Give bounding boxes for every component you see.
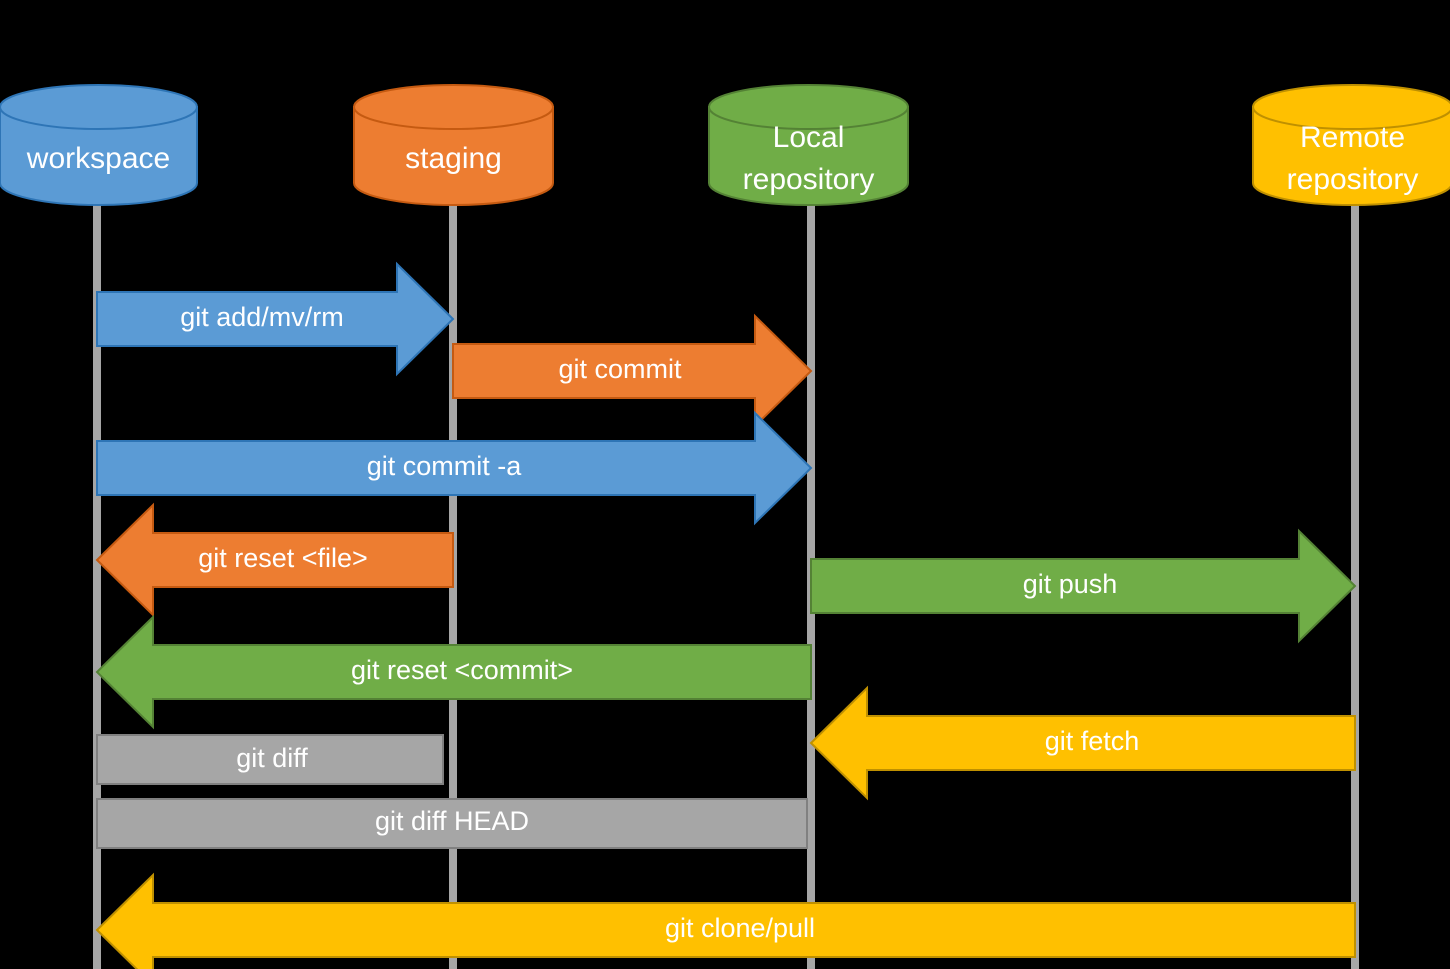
node-body-remote-repository — [1252, 106, 1450, 206]
arrow-label-git-push: git push — [1023, 569, 1118, 599]
node-label-remote-repository: repository — [1287, 163, 1419, 196]
arrow-body-git-reset-file — [95, 502, 454, 618]
arrow-body-git-push — [810, 528, 1357, 644]
node-label-staging: staging — [405, 142, 502, 175]
arrow-body-git-diff-head — [96, 798, 808, 849]
node-label-workspace: workspace — [26, 142, 170, 175]
arrow-git-diff-head[interactable]: git diff HEAD — [96, 798, 808, 849]
arrow-body-git-diff — [96, 734, 444, 785]
lifeline-remote-repository — [1351, 197, 1359, 969]
arrow-label-git-diff-head: git diff HEAD — [375, 806, 529, 836]
arrow-label-git-add: git add/mv/rm — [180, 302, 344, 332]
arrow-git-clone-pull[interactable]: git clone/pull — [95, 872, 1356, 969]
arrow-body-git-commit-a — [96, 410, 813, 526]
arrow-label-git-reset-commit: git reset <commit> — [351, 655, 573, 685]
arrow-git-commit-a[interactable]: git commit -a — [96, 410, 813, 526]
node-staging[interactable]: staging — [353, 84, 554, 206]
arrow-label-git-diff: git diff — [236, 743, 308, 773]
arrow-body-git-add — [96, 261, 455, 377]
arrow-body-git-clone-pull — [95, 872, 1356, 969]
arrow-label-git-reset-file: git reset <file> — [198, 543, 368, 573]
node-body-workspace — [0, 106, 198, 206]
arrow-git-commit[interactable]: git commit — [452, 313, 813, 429]
arrow-body-git-commit — [452, 313, 813, 429]
arrow-git-reset-file[interactable]: git reset <file> — [95, 502, 454, 618]
arrow-git-diff[interactable]: git diff — [96, 734, 444, 785]
node-label-remote-repository: Remote — [1300, 121, 1405, 154]
arrow-git-add[interactable]: git add/mv/rm — [96, 261, 455, 377]
arrow-git-fetch[interactable]: git fetch — [809, 685, 1356, 801]
node-label-local-repository: repository — [743, 163, 875, 196]
arrow-git-push[interactable]: git push — [810, 528, 1357, 644]
arrow-git-reset-commit[interactable]: git reset <commit> — [95, 614, 812, 730]
node-top-ellipse-remote-repository — [1252, 84, 1450, 130]
node-body-local-repository — [708, 106, 909, 206]
node-top-ellipse-workspace — [0, 84, 198, 130]
lifeline-workspace — [93, 197, 101, 969]
nodes-layer: workspace staging Local repository Remote rep… — [0, 84, 1450, 206]
node-workspace[interactable]: workspace — [0, 84, 198, 206]
node-label-local-repository: Local — [773, 121, 845, 154]
arrows-layer: git add/mv/rm git commit git commit -a git … — [95, 261, 1357, 969]
node-top-ellipse-local-repository — [708, 84, 909, 130]
arrow-label-git-clone-pull: git clone/pull — [665, 913, 815, 943]
arrow-label-git-fetch: git fetch — [1045, 726, 1140, 756]
node-remote-repository[interactable]: Remote repository — [1252, 84, 1450, 206]
arrow-body-git-reset-commit — [95, 614, 812, 730]
node-local-repository[interactable]: Local repository — [708, 84, 909, 206]
arrow-body-git-fetch — [809, 685, 1356, 801]
node-top-ellipse-staging — [353, 84, 554, 130]
arrow-label-git-commit: git commit — [558, 354, 682, 384]
arrow-label-git-commit-a: git commit -a — [367, 451, 523, 481]
node-body-staging — [353, 106, 554, 206]
